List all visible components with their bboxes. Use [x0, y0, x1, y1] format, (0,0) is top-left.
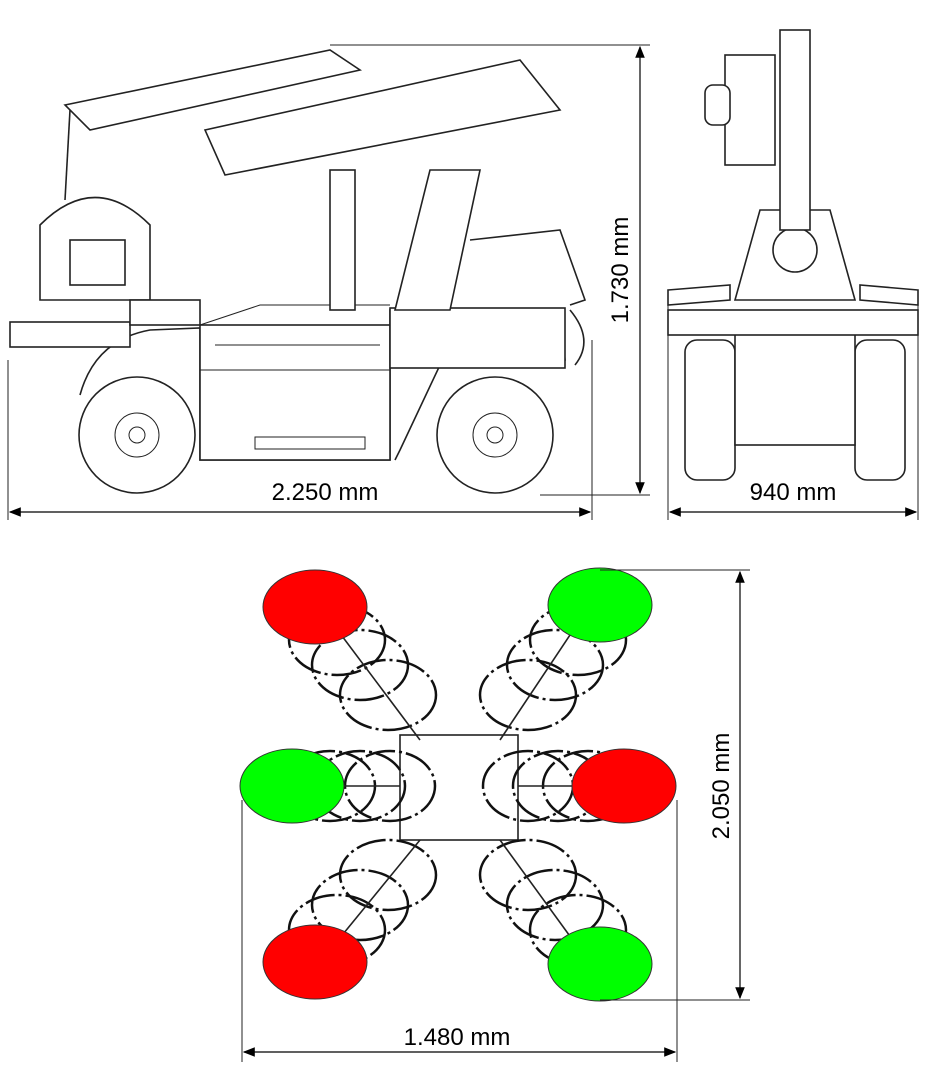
front-width-label: 940 mm: [750, 479, 837, 506]
pad-bottom-left: [262, 924, 368, 1000]
top-view: 2.050 mm 1.480 mm: [239, 567, 750, 1062]
front-view: 940 mm: [667, 29, 919, 520]
suction-cups-outline: [283, 603, 635, 967]
pad-top-left: [262, 569, 368, 645]
pad-middle-left: [239, 748, 345, 824]
frame: [399, 734, 519, 841]
front-wheel: [436, 376, 554, 494]
side-view: 2.250 mm 1.730 mm: [7, 44, 650, 520]
height-label: 1.730 mm: [607, 217, 634, 324]
pad-top-right: [547, 567, 653, 643]
chassis: [79, 304, 566, 461]
length-label: 2.250 mm: [272, 479, 379, 506]
pad-middle-right: [571, 748, 677, 824]
rear-wheel: [78, 376, 196, 494]
pad-bottom-right: [547, 926, 653, 1002]
top-width-label: 1.480 mm: [404, 1024, 511, 1051]
depth-label: 2.050 mm: [708, 733, 735, 840]
mast-and-boom: [9, 49, 587, 366]
